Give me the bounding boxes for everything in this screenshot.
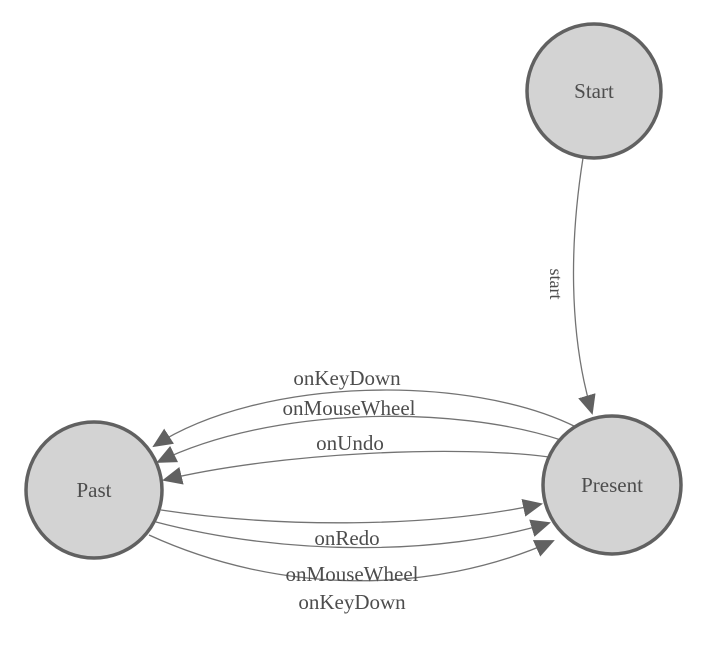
node-present-label: Present xyxy=(581,473,643,497)
edge-present-to-past-onkeydown xyxy=(152,389,577,448)
edge-present-to-past-onmousewheel xyxy=(156,415,562,463)
node-group: Start Past Present xyxy=(24,22,683,560)
node-start-circle[interactable] xyxy=(525,22,663,160)
edge-past-to-present-onkeydown xyxy=(148,534,555,582)
edge-label-group: start onKeyDown onMouseWheel onUndo onRe… xyxy=(283,269,566,615)
edge-label-onundo: onUndo xyxy=(316,431,384,455)
node-past[interactable]: Past xyxy=(24,420,164,560)
node-start-label: Start xyxy=(574,79,614,103)
edge-label-onmousewheel-top: onMouseWheel xyxy=(283,396,416,420)
edge-label-start: start xyxy=(546,269,566,300)
node-past-label: Past xyxy=(76,478,111,502)
edge-present-to-past-onundo xyxy=(162,450,550,485)
edge-label-onkeydown-bottom: onKeyDown xyxy=(298,590,406,614)
node-start[interactable]: Start xyxy=(525,22,663,160)
node-present[interactable]: Present xyxy=(541,414,683,556)
node-past-circle[interactable] xyxy=(24,420,164,560)
edge-start-to-present xyxy=(572,157,596,415)
edge-past-to-present-onredo xyxy=(160,499,543,524)
edge-group xyxy=(148,157,596,582)
edge-label-onkeydown-top: onKeyDown xyxy=(293,366,401,390)
node-present-circle[interactable] xyxy=(541,414,683,556)
edge-past-to-present-onmousewheel xyxy=(155,519,551,549)
edge-label-onmousewheel-bottom: onMouseWheel xyxy=(286,562,419,586)
edge-label-onredo: onRedo xyxy=(314,526,379,550)
